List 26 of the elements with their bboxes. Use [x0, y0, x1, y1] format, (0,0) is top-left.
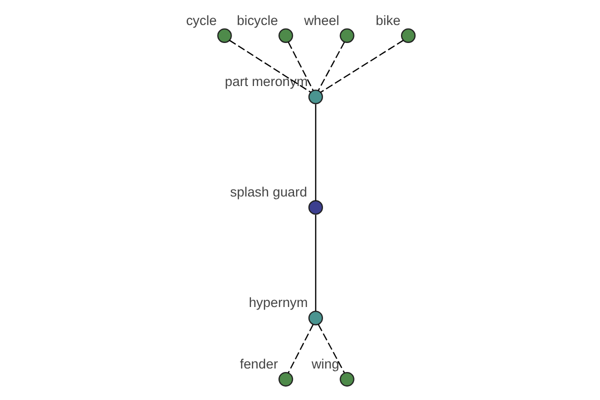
- node-circle: [278, 28, 294, 43]
- node-label: bike: [376, 12, 400, 28]
- connector: [320, 40, 404, 93]
- connector: [315, 214, 316, 312]
- node-label: hypernym: [248, 295, 308, 310]
- node-label: cycle: [186, 12, 217, 28]
- node-circle: [340, 372, 354, 387]
- connector: [288, 42, 314, 91]
- node-circle: [308, 200, 323, 215]
- connector: [318, 42, 345, 91]
- node-label: part meronym: [224, 74, 308, 90]
- node-circle: [217, 28, 232, 43]
- node-label: wing: [312, 356, 340, 372]
- node-label: fender: [240, 356, 278, 372]
- node-label: bicycle: [236, 12, 278, 28]
- node-circle: [308, 90, 323, 104]
- connector: [229, 40, 312, 93]
- node-circle: [400, 28, 416, 43]
- connector: [318, 324, 345, 374]
- node-label: splash guard: [230, 184, 308, 200]
- node-circle: [308, 310, 323, 326]
- node-label: wheel: [304, 12, 340, 28]
- connector: [288, 324, 314, 374]
- node-circle: [278, 372, 294, 387]
- node-circle: [340, 28, 354, 43]
- connector: [315, 104, 316, 201]
